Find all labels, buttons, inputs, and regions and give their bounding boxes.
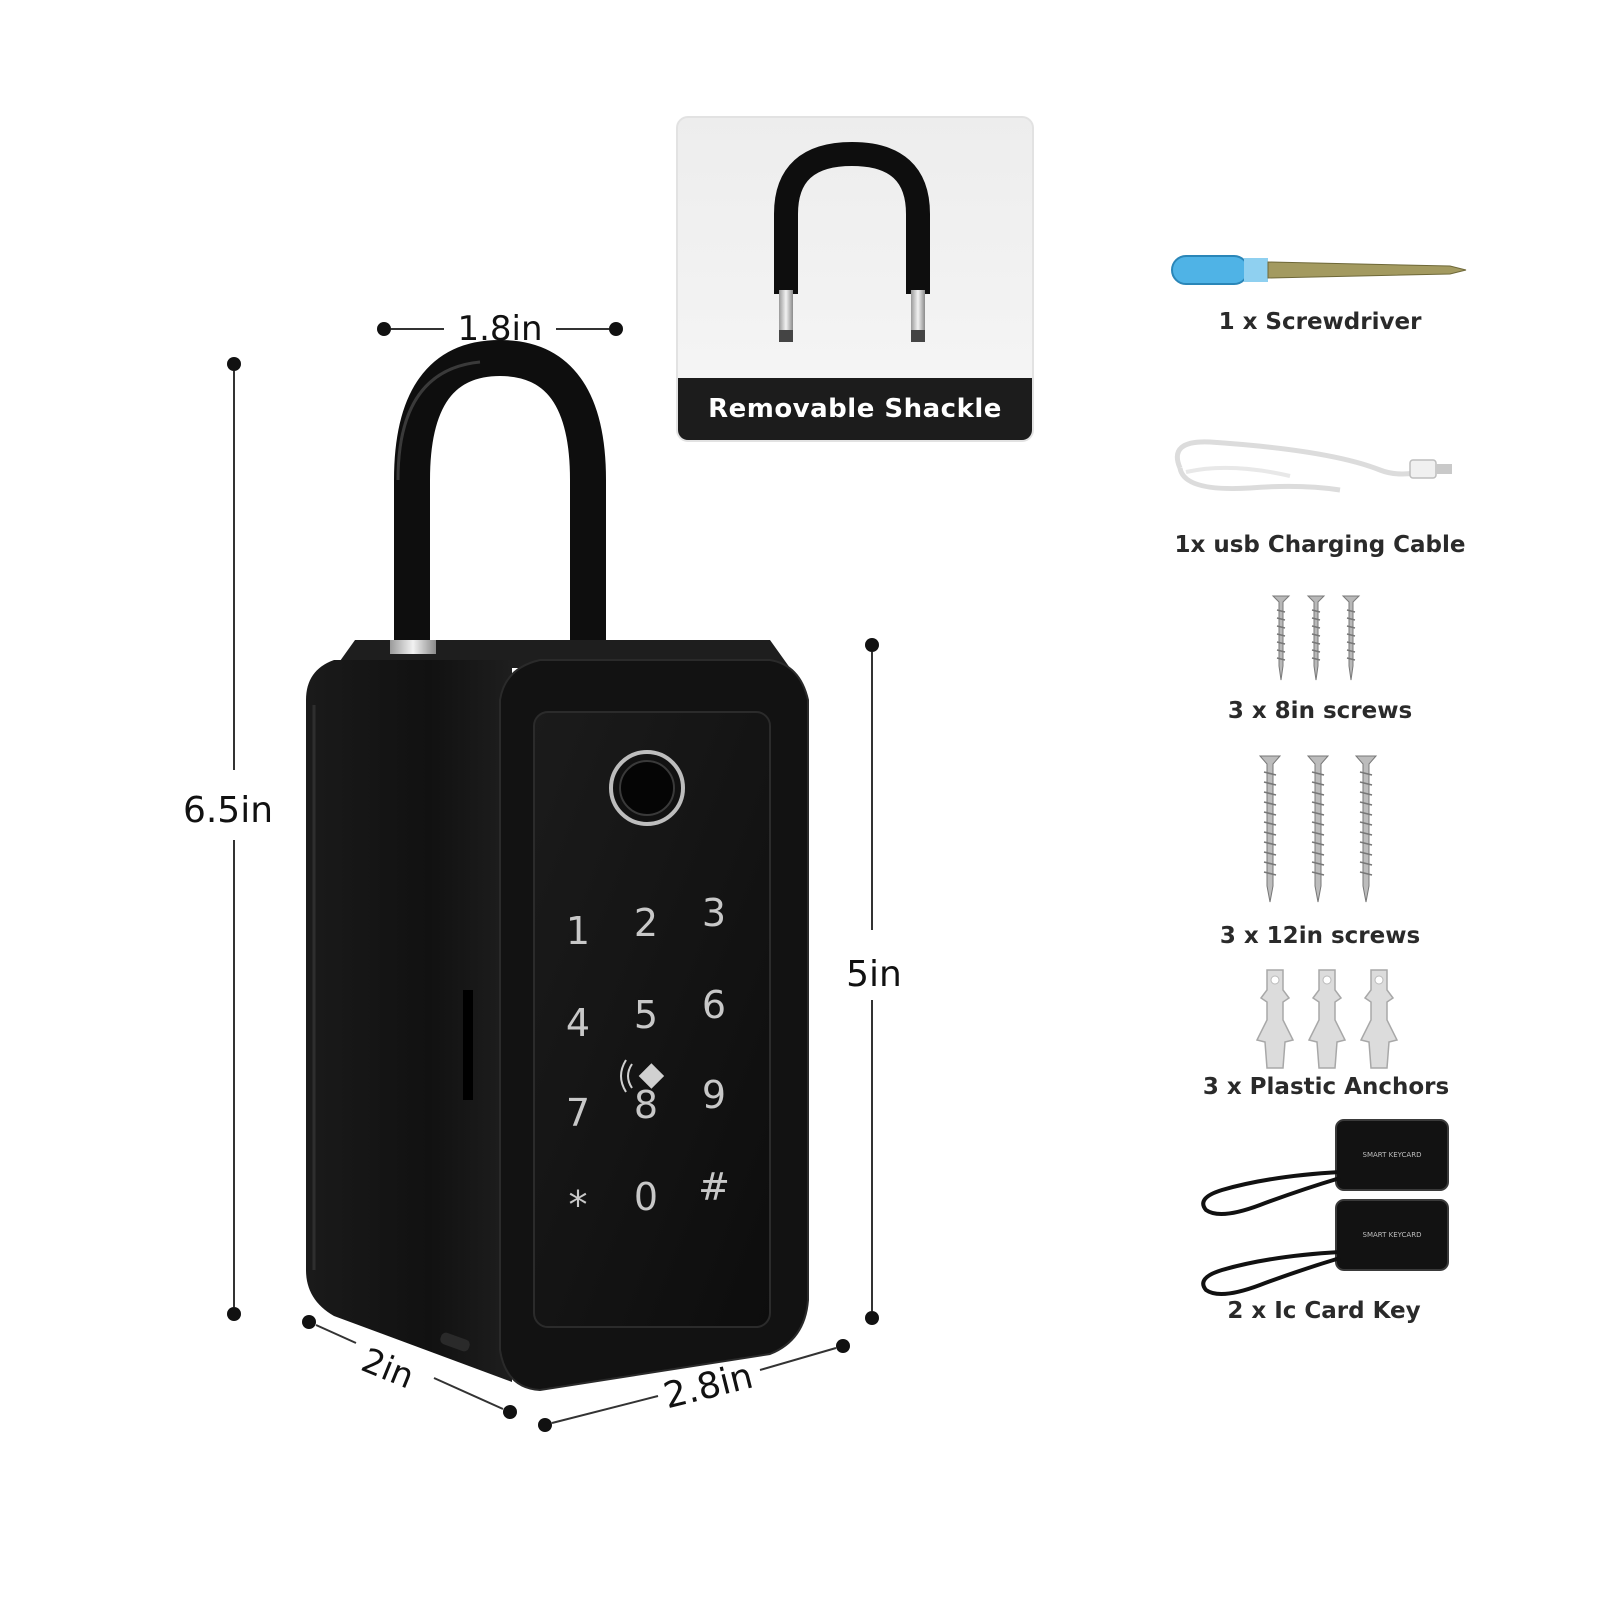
keypad-key-hash[interactable]: # [698, 1165, 730, 1209]
fingerprint-sensor-icon [609, 750, 685, 826]
removable-shackle-card: Removable Shackle [676, 116, 1034, 442]
accessory-label-usb-cable: 1x usb Charging Cable [1174, 532, 1465, 558]
removable-shackle-icon [774, 141, 930, 342]
keypad-key-4[interactable]: 4 [566, 1001, 590, 1045]
main-shackle [394, 339, 606, 660]
keypad-key-3[interactable]: 3 [702, 891, 726, 935]
dimension-shackle-width: 1.8in [377, 309, 623, 349]
accessory-label-plastic-anchors: 3 x Plastic Anchors [1203, 1074, 1449, 1100]
keypad-key-star[interactable]: * [569, 1183, 588, 1227]
dimension-body-height: 5in [846, 638, 902, 1325]
keypad-key-2[interactable]: 2 [634, 901, 658, 945]
keypad-key-5[interactable]: 5 [634, 993, 658, 1037]
accessories-panel: 1 x Screwdriver 1x usb Charging Cable 3 … [1171, 255, 1467, 1324]
removable-shackle-label: Removable Shackle [678, 378, 1032, 440]
accessory-label-long-screws: 3 x 12in screws [1220, 923, 1420, 949]
dimension-total-height: 6.5in [183, 357, 273, 1321]
keypad-key-7[interactable]: 7 [566, 1091, 590, 1135]
keypad-key-0[interactable]: 0 [634, 1175, 658, 1219]
ic-card-text-1: SMART KEYCARD [1363, 1151, 1422, 1159]
accessory-label-ic-card-key: 2 x Ic Card Key [1227, 1298, 1420, 1324]
short-screws-icon [1272, 595, 1360, 681]
accessory-label-short-screws: 3 x 8in screws [1228, 698, 1412, 724]
usb-cable-icon [1174, 439, 1452, 493]
accessory-label-screwdriver: 1 x Screwdriver [1219, 309, 1423, 335]
screwdriver-icon [1171, 255, 1467, 285]
keypad-key-1[interactable]: 1 [566, 909, 590, 953]
body-height-label: 5in [846, 954, 902, 995]
plastic-anchors-icon [1256, 969, 1398, 1069]
ic-card-text-2: SMART KEYCARD [1363, 1231, 1422, 1239]
keypad-key-8[interactable]: 8 [634, 1083, 658, 1127]
depth-label: 2in [356, 1341, 420, 1398]
keypad-key-9[interactable]: 9 [702, 1073, 726, 1117]
total-height-label: 6.5in [183, 790, 273, 831]
keypad-panel [533, 711, 771, 1328]
long-screws-icon [1259, 755, 1377, 903]
keypad-key-6[interactable]: 6 [702, 983, 726, 1027]
box-side [306, 660, 512, 1382]
ic-card-key-icon: SMART KEYCARD SMART KEYCARD [1201, 1119, 1449, 1296]
